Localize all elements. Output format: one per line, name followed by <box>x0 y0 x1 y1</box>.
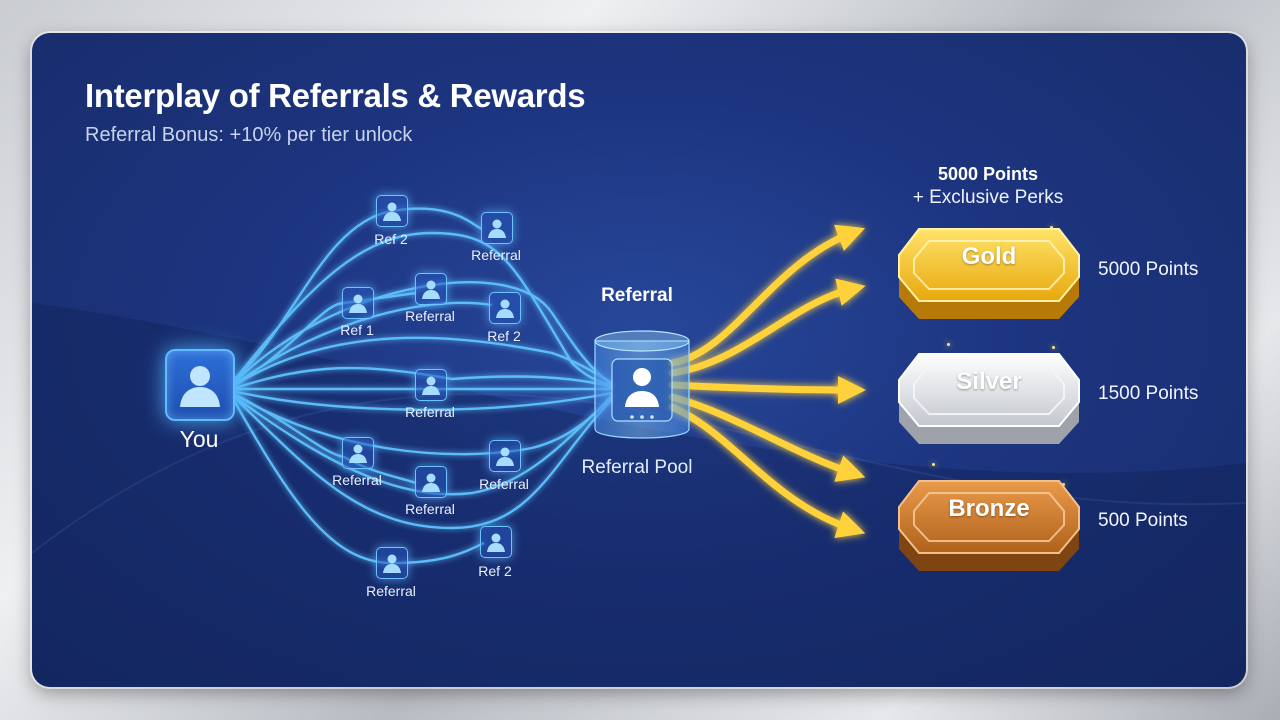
tier-gold-points: 5000 Points <box>1098 259 1199 280</box>
referral-node-icon[interactable] <box>489 292 521 324</box>
user-icon <box>487 533 505 552</box>
tier-gold-name: Gold <box>961 243 1017 270</box>
referral-node-icon[interactable] <box>415 466 447 498</box>
referral-node-icon[interactable] <box>376 195 408 227</box>
referral-node-icon[interactable] <box>342 287 374 319</box>
user-icon <box>488 219 506 238</box>
user-icon <box>496 447 514 466</box>
tier-bronze-badge <box>898 480 1080 571</box>
referral-node-label: Referral <box>405 404 455 420</box>
tier-bronze-name: Bronze <box>948 495 1030 522</box>
tier-silver-points: 1500 Points <box>1098 383 1199 404</box>
pool-label: Referral Pool <box>581 457 693 478</box>
referral-node-icon[interactable] <box>415 369 447 401</box>
referral-node-label: Referral <box>405 308 455 324</box>
user-icon <box>349 294 367 313</box>
pool-heading: Referral <box>601 285 673 306</box>
tier-gold-badge <box>898 228 1080 319</box>
page-title: Interplay of Referrals & Rewards <box>85 77 586 114</box>
sparkle <box>932 463 935 466</box>
referral-node-label: Ref 2 <box>478 563 512 579</box>
sparkle <box>947 343 950 346</box>
gold-bonus-perks: + Exclusive Perks <box>912 187 1064 208</box>
referral-node-label: Referral <box>471 247 521 263</box>
you-label: You <box>179 426 219 452</box>
sparkle <box>1052 346 1055 349</box>
tier-silver[interactable]: Silver <box>894 346 1084 446</box>
user-icon <box>349 444 367 463</box>
referral-pool-cylinder[interactable] <box>592 329 692 449</box>
referral-node-icon[interactable] <box>489 440 521 472</box>
user-icon <box>383 554 401 573</box>
referral-node-icon[interactable] <box>376 547 408 579</box>
diagram-card: Interplay of Referrals & Rewards Referra… <box>32 33 1246 687</box>
referral-node-icon[interactable] <box>481 212 513 244</box>
referral-node-label: Referral <box>332 472 382 488</box>
referral-node-label: Referral <box>405 501 455 517</box>
user-icon <box>422 473 440 492</box>
page-subtitle: Referral Bonus: +10% per tier unlock <box>85 124 413 146</box>
user-icon <box>422 376 440 395</box>
gold-bonus-note: 5000 Points + Exclusive Perks <box>913 164 1063 209</box>
referral-node-icon[interactable] <box>415 273 447 305</box>
you-node[interactable] <box>165 349 235 421</box>
referral-node-label: Ref 1 <box>340 322 374 338</box>
user-icon <box>496 299 514 318</box>
sparkle <box>1050 226 1053 229</box>
user-icon <box>422 280 440 299</box>
sparkle <box>1062 483 1065 486</box>
tier-silver-badge <box>898 353 1080 444</box>
referral-node-label: Referral <box>366 583 416 599</box>
gold-bonus-points: 5000 Points <box>937 164 1039 184</box>
tier-bronze-points: 500 Points <box>1098 510 1188 531</box>
user-icon <box>180 366 220 407</box>
referral-node-icon[interactable] <box>342 437 374 469</box>
referral-node-icon[interactable] <box>480 526 512 558</box>
tier-bronze[interactable]: Bronze <box>894 473 1084 573</box>
tier-gold[interactable]: Gold <box>894 221 1084 321</box>
referral-node-label: Ref 2 <box>487 328 521 344</box>
user-icon <box>383 202 401 221</box>
referral-node-label: Referral <box>479 476 529 492</box>
referral-node-label: Ref 2 <box>374 231 408 247</box>
tier-silver-name: Silver <box>956 368 1022 395</box>
reward-flow-arrows <box>668 224 866 538</box>
